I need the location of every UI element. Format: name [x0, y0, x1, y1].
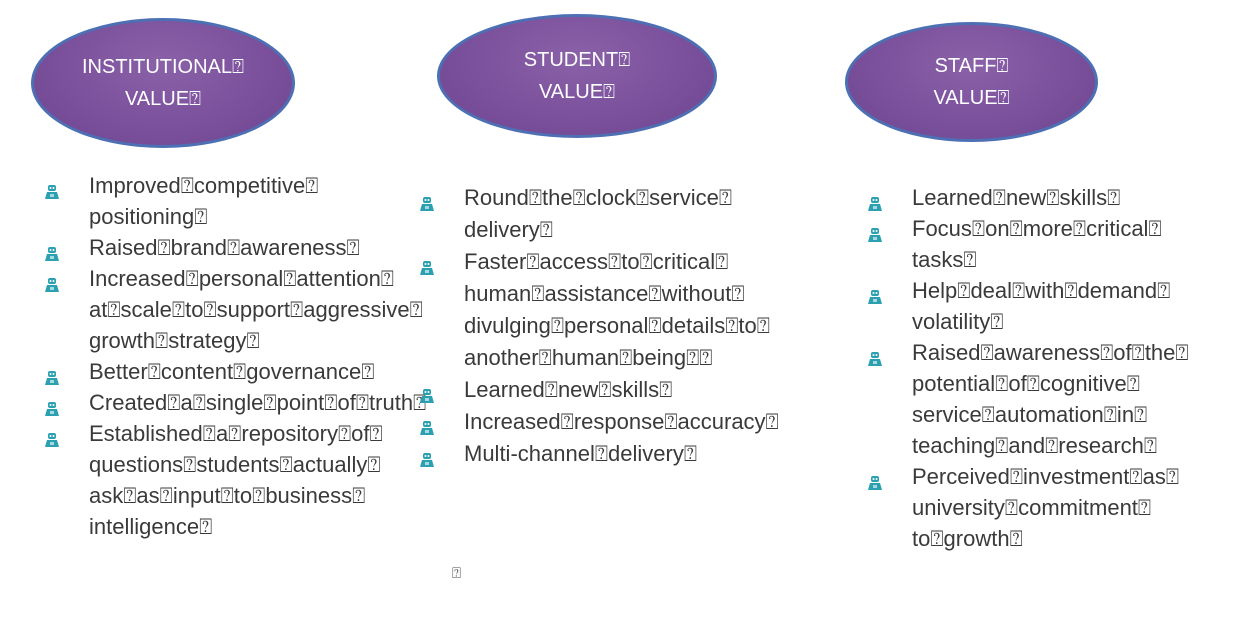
institutional-value-oval: INSTITUTIONAL⍰ VALUE⍰: [31, 18, 295, 148]
robot-icon: [419, 413, 435, 435]
list-item: Better⍰content⍰governance⍰: [44, 356, 464, 387]
robot-icon: [419, 381, 435, 403]
list-item-line: service⍰automation⍰in⍰: [912, 402, 1148, 427]
list-item-line: to⍰growth⍰: [912, 526, 1023, 551]
list-item: Increased⍰personal⍰attention⍰ at⍰scale⍰to…: [44, 263, 464, 356]
list-item: Focus⍰on⍰more⍰critical⍰ tasks⍰: [867, 213, 1247, 275]
list-item-line: divulging⍰personal⍰details⍰to⍰: [464, 313, 770, 338]
robot-icon: [44, 394, 60, 416]
list-item-line: Established⍰a⍰repository⍰of⍰: [89, 421, 383, 446]
list-item: Created⍰a⍰single⍰point⍰of⍰truth⍰: [44, 387, 464, 418]
list-item: Raised⍰brand⍰awareness⍰: [44, 232, 464, 263]
oval-label-line-1: STUDENT⍰: [523, 49, 631, 71]
list-item-line: tasks⍰: [912, 247, 977, 272]
list-item-line: at⍰scale⍰to⍰support⍰aggressive⍰: [89, 297, 423, 322]
staff-value-list: Learned⍰new⍰skills⍰ Focus⍰on⍰more⍰critica…: [867, 182, 1247, 554]
list-item-line: Increased⍰personal⍰attention⍰: [89, 266, 395, 291]
robot-icon: [44, 177, 60, 199]
oval-label-line-2: VALUE⍰: [124, 88, 202, 110]
stray-glyph: ⍰: [452, 565, 462, 582]
list-item-line: volatility⍰: [912, 309, 1004, 334]
list-item-line: Improved⍰competitive⍰: [89, 173, 319, 198]
list-item-line: Raised⍰brand⍰awareness⍰: [89, 235, 360, 260]
staff-value-oval: STAFF⍰ VALUE⍰: [845, 22, 1098, 142]
list-item-line: Faster⍰access⍰to⍰critical⍰: [464, 249, 729, 274]
list-item-line: potential⍰of⍰cognitive⍰: [912, 371, 1140, 396]
institutional-value-list: Improved⍰competitive⍰ positioning⍰ Raised⍰…: [44, 170, 464, 542]
oval-label-line-2: VALUE⍰: [933, 87, 1010, 109]
robot-icon: [867, 220, 883, 242]
robot-icon: [867, 189, 883, 211]
robot-icon: [44, 270, 60, 292]
list-item-line: positioning⍰: [89, 204, 208, 229]
list-item-line: Perceived⍰investment⍰as⍰: [912, 464, 1180, 489]
list-item-line: Created⍰a⍰single⍰point⍰of⍰truth⍰: [89, 390, 427, 415]
robot-icon: [419, 445, 435, 467]
list-item: Increased⍰response⍰accuracy⍰: [419, 406, 799, 438]
robot-icon: [867, 468, 883, 490]
list-item-line: questions⍰students⍰actually⍰: [89, 452, 381, 477]
list-item-line: intelligence⍰: [89, 514, 213, 539]
list-item-line: growth⍰strategy⍰: [89, 328, 260, 353]
list-item: Learned⍰new⍰skills⍰: [867, 182, 1247, 213]
robot-icon: [44, 425, 60, 447]
list-item-line: human⍰assistance⍰without⍰: [464, 281, 745, 306]
list-item-line: Multi-channel⍰delivery⍰: [464, 441, 698, 466]
oval-label-line-2: VALUE⍰: [538, 81, 616, 103]
list-item-line: Better⍰content⍰governance⍰: [89, 359, 375, 384]
robot-icon: [867, 344, 883, 366]
list-item-line: Raised⍰awareness⍰of⍰the⍰: [912, 340, 1189, 365]
list-item-line: teaching⍰and⍰research⍰: [912, 433, 1158, 458]
list-item: Learned⍰new⍰skills⍰: [419, 374, 799, 406]
student-value-oval: STUDENT⍰ VALUE⍰: [437, 14, 717, 138]
robot-icon: [867, 282, 883, 304]
list-item-line: Focus⍰on⍰more⍰critical⍰: [912, 216, 1162, 241]
student-value-list: Round⍰the⍰clock⍰service⍰ delivery⍰ Faster⍰…: [419, 182, 799, 470]
list-item-line: another⍰human⍰being⍰⍰: [464, 345, 713, 370]
robot-icon: [44, 239, 60, 261]
list-item-line: Increased⍰response⍰accuracy⍰: [464, 409, 779, 434]
list-item: Faster⍰access⍰to⍰critical⍰ human⍰assistan…: [419, 246, 799, 374]
list-item-line: Help⍰deal⍰with⍰demand⍰: [912, 278, 1171, 303]
robot-icon: [419, 189, 435, 211]
oval-label-line-1: INSTITUTIONAL⍰: [81, 56, 244, 78]
list-item: Improved⍰competitive⍰ positioning⍰: [44, 170, 464, 232]
list-item-line: Learned⍰new⍰skills⍰: [464, 377, 673, 402]
list-item-line: Round⍰the⍰clock⍰service⍰: [464, 185, 733, 210]
list-item: Perceived⍰investment⍰as⍰ university⍰commi…: [867, 461, 1247, 554]
list-item: Established⍰a⍰repository⍰of⍰ questions⍰st…: [44, 418, 464, 542]
oval-label-line-1: STAFF⍰: [934, 55, 1009, 77]
list-item-line: university⍰commitment⍰: [912, 495, 1152, 520]
list-item-line: ask⍰as⍰input⍰to⍰business⍰: [89, 483, 366, 508]
list-item: Help⍰deal⍰with⍰demand⍰ volatility⍰: [867, 275, 1247, 337]
robot-icon: [419, 253, 435, 275]
robot-icon: [44, 363, 60, 385]
list-item-line: delivery⍰: [464, 217, 554, 242]
list-item: Raised⍰awareness⍰of⍰the⍰ potential⍰of⍰cog…: [867, 337, 1247, 461]
list-item: Multi-channel⍰delivery⍰: [419, 438, 799, 470]
list-item-line: Learned⍰new⍰skills⍰: [912, 185, 1121, 210]
list-item: Round⍰the⍰clock⍰service⍰ delivery⍰: [419, 182, 799, 246]
